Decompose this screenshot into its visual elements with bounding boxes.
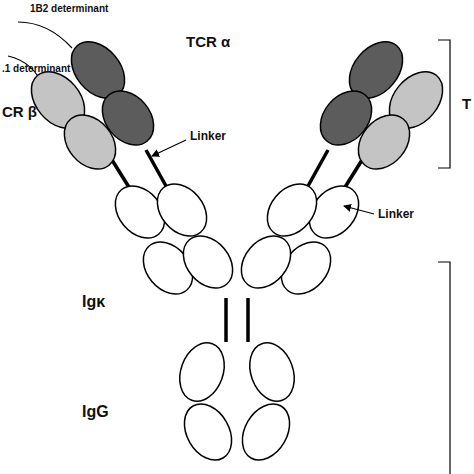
chain-label: CR β: [2, 104, 37, 119]
domain-label: IgG: [82, 404, 109, 420]
linker-label: Linker: [378, 208, 414, 220]
epitope-label: .1 determinant: [2, 64, 70, 74]
domain-label: Igκ: [82, 294, 105, 310]
bracket-label: T: [462, 96, 471, 111]
epitope-label: 1B2 determinant: [30, 4, 108, 14]
linker-label: Linker: [190, 130, 226, 142]
chain-label: TCR α: [186, 34, 230, 49]
